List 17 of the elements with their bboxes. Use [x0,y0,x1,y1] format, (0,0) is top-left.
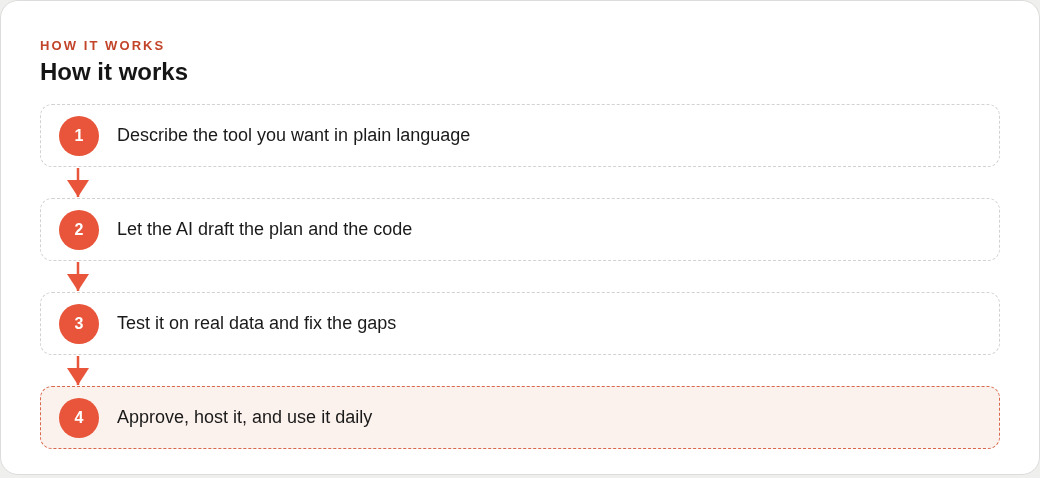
step-number: 1 [59,116,99,156]
step-box [40,386,1000,449]
step-text: Test it on real data and fix the gaps [117,312,397,335]
step-text: Let the AI draft the plan and the code [117,218,413,241]
step-box [40,292,1000,355]
step-number: 2 [59,210,99,250]
arrow [67,262,89,291]
step-number: 4 [59,398,99,438]
step-text: Approve, host it, and use it daily [117,406,373,429]
arrow [67,168,89,197]
step-box [40,198,1000,261]
arrow [67,356,89,385]
title: How it works [40,57,189,87]
step-text: Describe the tool you want in plain language [117,124,471,147]
step-number: 3 [59,304,99,344]
step-box [40,104,1000,167]
eyebrow-label: HOW IT WORKS [40,37,166,55]
